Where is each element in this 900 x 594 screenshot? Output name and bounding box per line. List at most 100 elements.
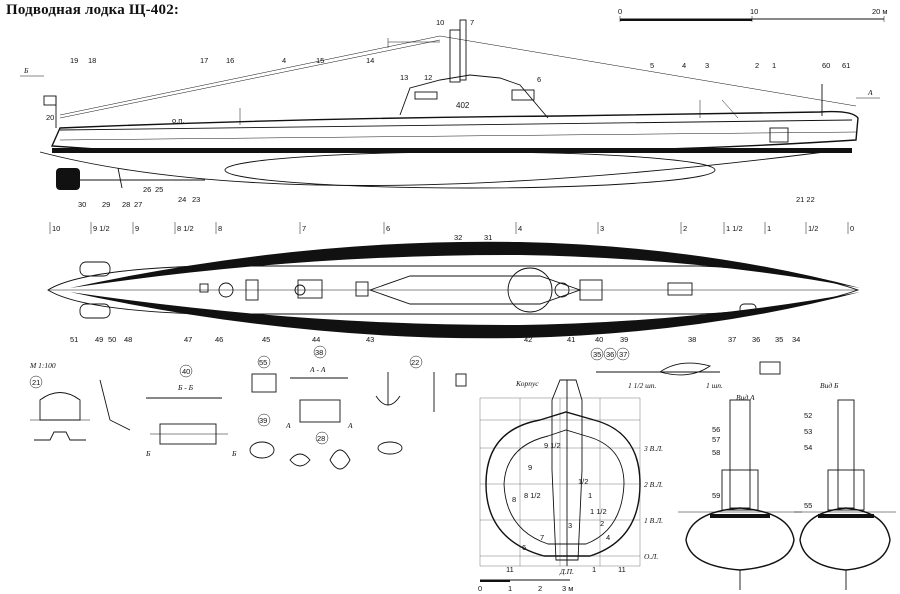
svg-text:39: 39 (259, 416, 267, 425)
svg-text:Б - Б: Б - Б (177, 383, 194, 392)
callout-37: 37 (728, 335, 736, 344)
callout-34: 34 (792, 335, 800, 344)
svg-text:6: 6 (522, 543, 526, 552)
svg-text:Б: Б (231, 449, 237, 458)
detail-55-38: 55 38 А - А А А (251, 345, 353, 430)
detail-21: 21 (29, 375, 131, 441)
callout-6: 6 (537, 75, 541, 84)
frame-numbers: 10 9 1/2 9 8 1/2 8 7 6 4 3 2 1 1/2 1 1/2… (52, 224, 854, 233)
svg-text:11: 11 (506, 565, 514, 574)
svg-text:59: 59 (712, 491, 720, 500)
svg-text:2: 2 (600, 519, 604, 528)
wl-2: 2 В.Л. (644, 480, 663, 489)
svg-text:11: 11 (618, 565, 626, 574)
svg-text:4: 4 (606, 533, 610, 542)
detail-39-28: 39 28 (249, 413, 403, 470)
callout-10: 10 (436, 18, 444, 27)
svg-text:1: 1 (508, 584, 512, 593)
svg-text:1: 1 (592, 565, 596, 574)
callout-49: 49 (95, 335, 103, 344)
wl-0: О.Л. (644, 552, 658, 561)
callout-26: 26 (143, 185, 151, 194)
svg-text:1: 1 (588, 491, 592, 500)
callout-45: 45 (262, 335, 270, 344)
callout-51: 51 (70, 335, 78, 344)
callout-32: 32 (454, 233, 462, 242)
prop-label-1-1-2: 1 1/2 шп. (628, 381, 656, 390)
svg-text:1 1/2: 1 1/2 (590, 507, 607, 516)
callout-12: 12 (424, 73, 432, 82)
callout-18: 18 (88, 56, 96, 65)
svg-text:9: 9 (528, 463, 532, 472)
callout-13: 13 (400, 73, 408, 82)
svg-text:56: 56 (712, 425, 720, 434)
frame-8-1-2: 8 1/2 (177, 224, 194, 233)
svg-text:А - А: А - А (309, 365, 326, 374)
callout-17: 17 (200, 56, 208, 65)
scale-ratio: М 1:100 (29, 361, 56, 370)
frame-10: 10 (52, 224, 60, 233)
wl-3: 3 В.Л. (643, 444, 663, 453)
scale-bar: 0 10 20 м (618, 7, 888, 22)
detail-40: 40 Б - Б Б Б (145, 364, 237, 458)
under-callouts: 21 22 23 24 25 26 27 28 29 30 (78, 185, 815, 209)
callout-24: 24 (178, 195, 186, 204)
propeller-blade: 1 1/2 шп. 1 шп. (596, 361, 781, 390)
callout-36: 36 (752, 335, 760, 344)
frame-9: 9 (135, 224, 139, 233)
svg-text:58: 58 (712, 448, 720, 457)
dp-label: Д.П. (559, 567, 574, 576)
wl-1: 1 В.Л. (644, 516, 663, 525)
callout-4: 4 (282, 56, 286, 65)
frame-7: 7 (302, 224, 306, 233)
body-plan: Корпус 3 В.Л. 2 В.Л. 1 В.Л. О.Л. Д.П. 9 … (479, 379, 663, 576)
svg-text:1/2: 1/2 (578, 477, 588, 486)
svg-text:А: А (285, 421, 291, 430)
svg-text:57: 57 (712, 435, 720, 444)
frame-1-1-2: 1 1/2 (726, 224, 743, 233)
svg-text:55: 55 (804, 501, 812, 510)
callout-43: 43 (366, 335, 374, 344)
frame-9-1-2: 9 1/2 (93, 224, 110, 233)
callout-29: 29 (102, 200, 110, 209)
callout-14: 14 (366, 56, 374, 65)
scale-label-0: 0 (618, 7, 622, 16)
callout-41: 41 (567, 335, 575, 344)
callout-2: 2 (755, 61, 759, 70)
callout-40: 40 (595, 335, 603, 344)
callout-60: 60 (822, 61, 830, 70)
stern-view-label: Б (23, 66, 29, 75)
callout-16: 16 (226, 56, 234, 65)
frame-0: 0 (850, 224, 854, 233)
callout-25: 25 (155, 185, 163, 194)
callout-46: 46 (215, 335, 223, 344)
callout-47: 47 (184, 335, 192, 344)
callout-39: 39 (620, 335, 628, 344)
detail-22: 22 (375, 355, 467, 412)
scale-bar-small: 0 1 2 3 м (478, 579, 573, 593)
side-view: 402 Б А о.п. (20, 19, 880, 190)
callout-50: 50 (108, 335, 116, 344)
view-b-title: Вид Б (820, 381, 839, 390)
plan-callouts: 32 31 51 49 50 48 47 46 45 44 43 42 41 4… (70, 233, 800, 361)
svg-text:8: 8 (512, 495, 516, 504)
circled-36: 36 (606, 350, 614, 359)
view-b: Вид Б 52 53 54 55 (794, 381, 896, 590)
svg-text:40: 40 (182, 367, 190, 376)
callout-30: 30 (78, 200, 86, 209)
prop-label-1: 1 шп. (706, 381, 723, 390)
drawing-title: Подводная лодка Щ-402: (6, 2, 180, 18)
circled-35: 35 (593, 350, 601, 359)
callout-23: 23 (192, 195, 200, 204)
callout-7: 7 (470, 18, 474, 27)
svg-text:21: 21 (32, 378, 40, 387)
circled-37: 37 (619, 350, 627, 359)
svg-text:0: 0 (478, 584, 482, 593)
callout-38: 38 (688, 335, 696, 344)
callout-27: 27 (134, 200, 142, 209)
svg-text:28: 28 (317, 434, 325, 443)
svg-text:7: 7 (540, 533, 544, 542)
frame-8: 8 (218, 224, 222, 233)
callout-31: 31 (484, 233, 492, 242)
